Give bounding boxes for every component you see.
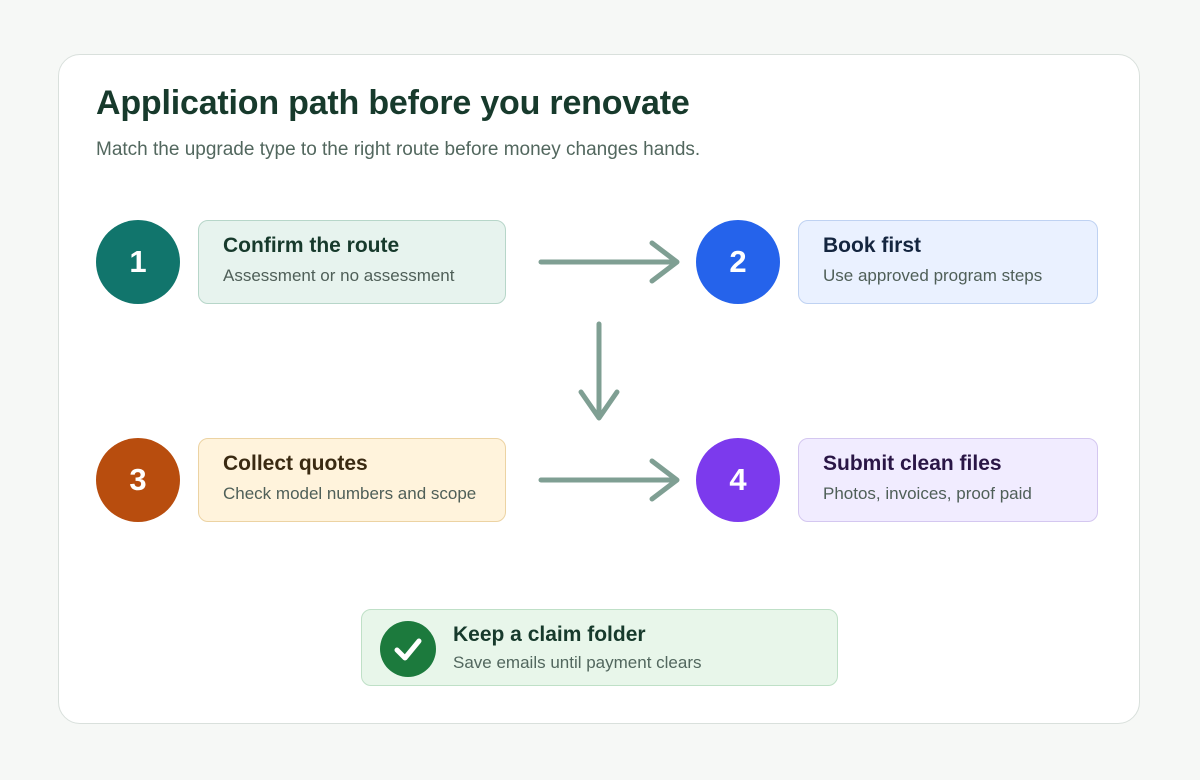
step-4-description: Photos, invoices, proof paid bbox=[823, 484, 1032, 503]
step-2-title: Book first bbox=[823, 234, 922, 257]
claim-folder-note: Keep a claim folder Save emails until pa… bbox=[361, 609, 838, 686]
step-2-description: Use approved program steps bbox=[823, 266, 1043, 285]
arrow-step2-to-step3 bbox=[578, 321, 620, 421]
step-2-number-badge: 2 bbox=[696, 220, 780, 304]
page-title: Application path before you renovate bbox=[96, 84, 690, 122]
step-1-title: Confirm the route bbox=[223, 234, 400, 257]
step-1-description: Assessment or no assessment bbox=[223, 266, 455, 285]
arrow-step3-to-step4 bbox=[538, 458, 680, 502]
step-4-box: Submit clean files Photos, invoices, pro… bbox=[798, 438, 1098, 522]
arrow-step1-to-step2 bbox=[538, 240, 680, 284]
step-2-box: Book first Use approved program steps bbox=[798, 220, 1098, 304]
step-4-title: Submit clean files bbox=[823, 452, 1002, 475]
check-icon bbox=[380, 621, 436, 677]
step-3-box: Collect quotes Check model numbers and s… bbox=[198, 438, 506, 522]
step-1-number-badge: 1 bbox=[96, 220, 180, 304]
step-1-box: Confirm the route Assessment or no asses… bbox=[198, 220, 506, 304]
step-3-title: Collect quotes bbox=[223, 452, 368, 475]
step-3-description: Check model numbers and scope bbox=[223, 484, 477, 503]
page-subtitle: Match the upgrade type to the right rout… bbox=[96, 139, 701, 160]
step-4-number-badge: 4 bbox=[696, 438, 780, 522]
note-description: Save emails until payment clears bbox=[453, 653, 702, 672]
note-title: Keep a claim folder bbox=[453, 623, 646, 646]
step-3-number-badge: 3 bbox=[96, 438, 180, 522]
